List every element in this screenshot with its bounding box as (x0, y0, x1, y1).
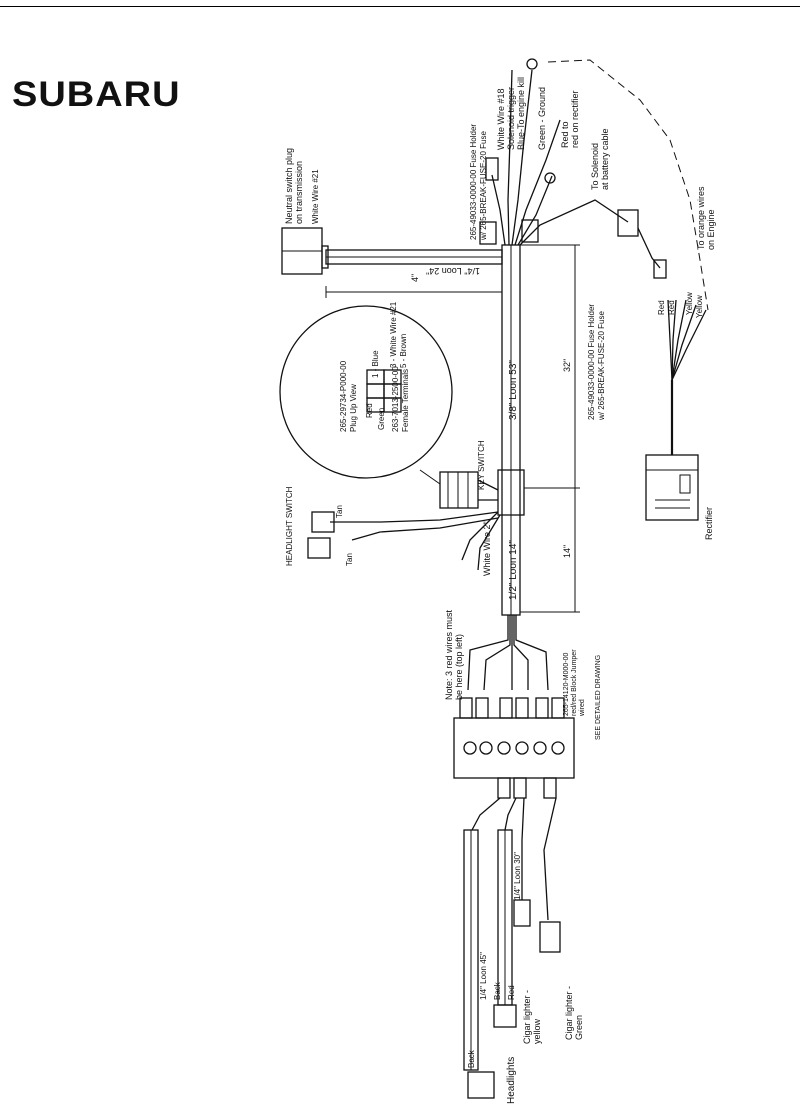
main-loom (497, 244, 525, 616)
label-back-2: Back (493, 981, 502, 1000)
label-loon-14: 1/2" Loon 14" (508, 540, 519, 600)
key-switch (439, 471, 499, 509)
label-cigar-yellow-2: yellow (532, 1018, 542, 1044)
cigar-lighter-red-connector (513, 899, 531, 927)
dashed-routing-line (547, 59, 709, 311)
label-headlights: Headlights (506, 1057, 517, 1104)
label-terminal-part: 263-7013-2500-00 (391, 366, 400, 432)
headlight-loom (463, 797, 501, 1099)
label-yellow-1: Yellow (685, 292, 694, 315)
label-pin-green: Green (377, 408, 386, 430)
label-cigar-green-2: Green (574, 1015, 584, 1040)
label-cigar-yellow-1: Cigar lighter - (522, 990, 532, 1044)
label-loon-30: 1/4" Loon 30" (513, 852, 522, 900)
headlight-switch-connector-2 (307, 537, 331, 559)
neutral-switch-branch (281, 227, 503, 275)
label-key-switch: KEY SWITCH (477, 440, 486, 490)
label-plug-part: 265-29734-P000-00 (339, 360, 348, 432)
fuse-holder-1 (479, 221, 497, 245)
cigar-lighter-loom (493, 797, 561, 1028)
label-back-1: Back (467, 1049, 476, 1068)
label-dim-4: 4" (410, 274, 420, 282)
label-fuse-2: w/ 265-BREAK-FUSE-20 Fuse (597, 311, 606, 421)
solenoid-trigger-connector (485, 157, 499, 181)
upper-wire-fan (479, 58, 667, 279)
label-to-orange-wires: To orange wires (696, 186, 706, 250)
label-tan-2: Tan (345, 553, 354, 566)
label-neutral-switch: Neutral switch plug (284, 148, 294, 224)
label-tan-1: Tan (335, 505, 344, 518)
label-red-lower: Red (507, 985, 516, 1000)
label-pin-brown: 5 - Brown (399, 334, 408, 368)
label-rectifier: Rectifier (704, 507, 714, 540)
label-on-engine: on Engine (706, 209, 716, 250)
inline-fuse (617, 209, 639, 237)
label-on-transmission: on transmission (294, 161, 304, 224)
label-at-battery-cable: at battery cable (600, 128, 610, 190)
ring-terminal-ground (526, 58, 538, 70)
label-white-wire-2: White Wire 2" (482, 521, 492, 576)
labels: Neutral switch plug on transmission Whit… (284, 77, 716, 1104)
label-note-red-wires: Note: 3 red wires must (444, 609, 454, 700)
label-yellow-2: Yellow (695, 295, 704, 318)
label-female-terminals: Female Terminals (401, 369, 410, 432)
cigar-lighter-green-connector (539, 921, 561, 953)
headlight-switch-branch (307, 511, 501, 571)
label-red-on-rectifier: red on rectifier (570, 90, 580, 148)
label-red-rect-2: Red (667, 300, 676, 315)
label-white-wire-18: White Wire #18 (496, 88, 506, 150)
label-jumper-part: 265-14120-M000-00 (563, 652, 570, 716)
label-jumper-desc: red/red Block Jumper (571, 649, 578, 716)
fuse-holder-2 (521, 219, 539, 243)
rectifier-box (645, 454, 699, 521)
label-green-ground: Green - Ground (537, 87, 547, 150)
label-dim-32: 32" (562, 359, 572, 372)
subaru-logo: SUBARU (12, 75, 181, 115)
lower-wire-fan (467, 615, 549, 691)
label-plug-up-view: Plug Up View (349, 384, 358, 432)
dimension-14in (520, 488, 580, 613)
label-headlight-switch: HEADLIGHT SWITCH (285, 486, 294, 566)
label-white-wire-21-top: White Wire #21 (311, 169, 320, 224)
terminal-block (453, 697, 575, 799)
label-fuse-1: w/ 265-BREAK-FUSE-20 Fuse (479, 131, 488, 241)
headlight-connector (467, 1071, 495, 1099)
label-be-here: be here (top left) (454, 634, 464, 700)
label-fuse-holder-1: 265-49033-0000-00 Fuse Holder (469, 124, 478, 240)
dimension-4in (325, 286, 503, 298)
label-see-detailed: SEE DETAILED DRAWING (595, 655, 602, 740)
label-pin-blue: 1 - Blue (371, 350, 380, 378)
label-red-to: Red to (560, 121, 570, 148)
top-rule (0, 6, 800, 7)
label-dim-14: 14" (562, 545, 572, 558)
label-fuse-holder-2: 265-49033-0000-00 Fuse Holder (587, 304, 596, 420)
headlight-switch-connector-1 (311, 511, 335, 533)
label-pin-white21: 3 - White Wire #21 (389, 301, 398, 368)
label-solenoid-trigger: Solenoid trigger (506, 87, 516, 150)
label-jumper-wired: wired (579, 699, 586, 717)
connector-detail (279, 305, 453, 485)
rectifier-assembly (645, 299, 707, 521)
ring-terminal-solenoid (544, 172, 556, 184)
label-loon-53: 3/8" Loon 53" (508, 360, 519, 420)
dimension-32in (520, 244, 580, 489)
label-blue-engine-kill: Blue-To engine kill (516, 77, 526, 150)
label-cigar-green-1: Cigar lighter - (564, 986, 574, 1040)
label-red-rect-1: Red (657, 300, 666, 315)
label-pin-red: Red (365, 403, 374, 418)
cigar-lighter-yellow-connector (493, 1004, 517, 1028)
label-loon-24: 1/4" Loon 24" (426, 266, 480, 276)
label-loon-45: 1/4" Loon 45" (479, 952, 488, 1000)
label-to-solenoid: To Solenoid (590, 143, 600, 190)
